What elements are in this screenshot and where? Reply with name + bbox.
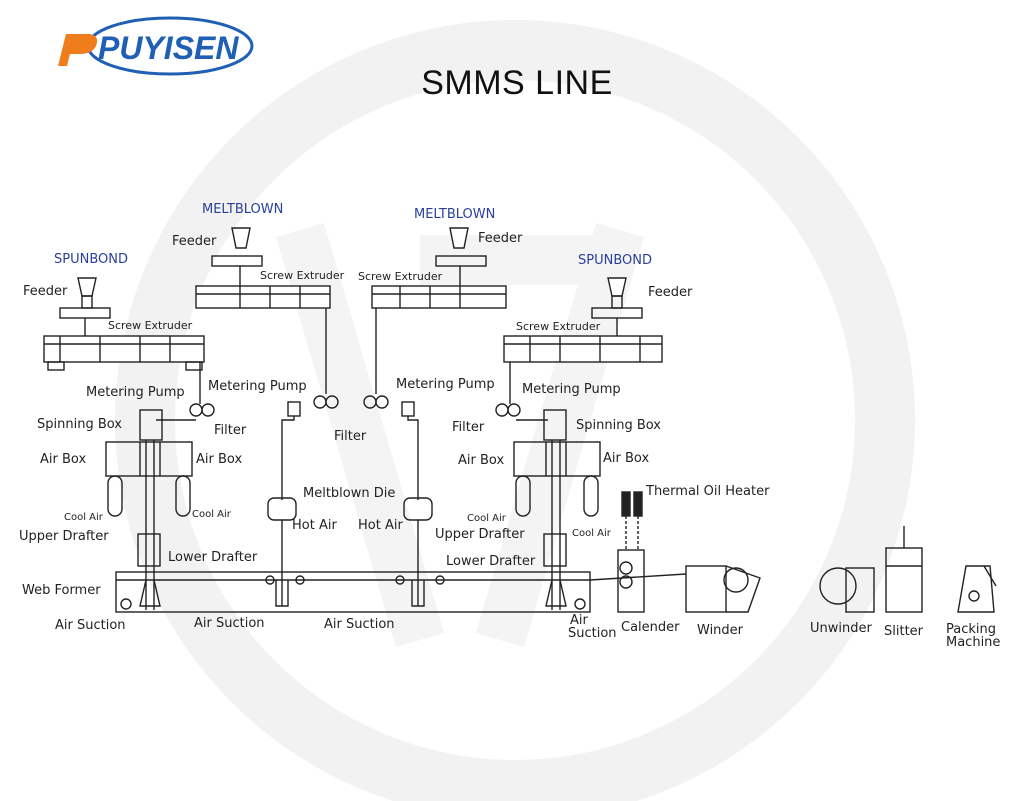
label-metering-pump: Metering Pump — [396, 377, 495, 392]
label-screw-extruder: Screw Extruder — [108, 319, 193, 332]
label-metering-pump: Metering Pump — [208, 379, 307, 394]
label-feeder: Feeder — [478, 231, 523, 246]
label-spinning-box: Spinning Box — [576, 418, 661, 433]
page-title: SMMS LINE — [421, 64, 613, 102]
label-suction: Suction — [568, 626, 617, 641]
brand-logo: PUYISEN — [52, 14, 256, 80]
section-spunbond-right: SPUNBOND — [578, 253, 652, 268]
left-meltblown-path — [267, 308, 339, 607]
unwinder-machine — [819, 567, 875, 613]
label-web-former: Web Former — [22, 583, 101, 598]
label-slitter: Slitter — [884, 624, 924, 639]
winder-machine — [685, 565, 761, 613]
label-filter: Filter — [334, 429, 367, 444]
label-screw-extruder: Screw Extruder — [516, 320, 601, 333]
label-unwinder: Unwinder — [810, 621, 872, 636]
label-air-box: Air Box — [603, 451, 650, 466]
label-air-box: Air Box — [458, 453, 505, 468]
label-packing: Packing — [946, 622, 997, 637]
svg-text:PUYISEN: PUYISEN — [98, 30, 239, 66]
label-metering-pump: Metering Pump — [522, 382, 621, 397]
label-screw-extruder: Screw Extruder — [358, 270, 443, 283]
label-feeder: Feeder — [648, 285, 693, 300]
label-feeder: Feeder — [172, 234, 217, 249]
label-air-box: Air Box — [40, 452, 87, 467]
label-machine: Machine — [946, 635, 1001, 650]
label-meltblown-die: Meltblown Die — [303, 486, 396, 501]
label-cool-air: Cool Air — [64, 512, 103, 523]
slitter-machine — [885, 526, 923, 613]
label-thermal-oil-heater: Thermal Oil Heater — [646, 484, 770, 499]
label-screw-extruder: Screw Extruder — [260, 269, 345, 282]
label-feeder: Feeder — [23, 284, 68, 299]
web-former-frame — [115, 571, 591, 613]
right-spunbond-column — [495, 362, 601, 610]
right-meltblown-path — [363, 308, 433, 607]
right-spunbond-extruder — [503, 277, 663, 363]
label-hot-air: Hot Air — [358, 518, 403, 533]
label-winder: Winder — [697, 623, 744, 638]
label-hot-air: Hot Air — [292, 518, 337, 533]
label-lower-drafter: Lower Drafter — [168, 550, 258, 565]
label-air: Air — [570, 613, 588, 628]
label-spinning-box: Spinning Box — [37, 417, 122, 432]
label-air-box: Air Box — [196, 452, 243, 467]
left-spunbond-column — [105, 362, 215, 610]
left-spunbond-extruder — [43, 335, 205, 371]
left-spunbond-feeder — [59, 277, 111, 336]
label-air-suction: Air Suction — [55, 618, 126, 633]
section-meltblown-right: MELTBLOWN — [414, 207, 496, 222]
packing-machine — [957, 565, 997, 613]
label-filter: Filter — [452, 420, 485, 435]
label-metering-pump: Metering Pump — [86, 385, 185, 400]
label-air-suction: Air Suction — [194, 616, 265, 631]
section-spunbond-left: SPUNBOND — [54, 252, 128, 267]
section-meltblown-left: MELTBLOWN — [202, 202, 284, 217]
right-meltblown-extruder — [371, 227, 507, 309]
left-meltblown-extruder — [195, 227, 331, 309]
label-filter: Filter — [214, 423, 247, 438]
label-air-suction: Air Suction — [324, 617, 395, 632]
label-cool-air: Cool Air — [467, 513, 506, 524]
label-calender: Calender — [621, 620, 680, 635]
label-lower-drafter: Lower Drafter — [446, 554, 536, 569]
label-cool-air: Cool Air — [572, 528, 611, 539]
label-cool-air: Cool Air — [192, 509, 231, 520]
label-upper-drafter: Upper Drafter — [435, 527, 525, 542]
label-upper-drafter: Upper Drafter — [19, 529, 109, 544]
calender-machine — [589, 491, 687, 613]
